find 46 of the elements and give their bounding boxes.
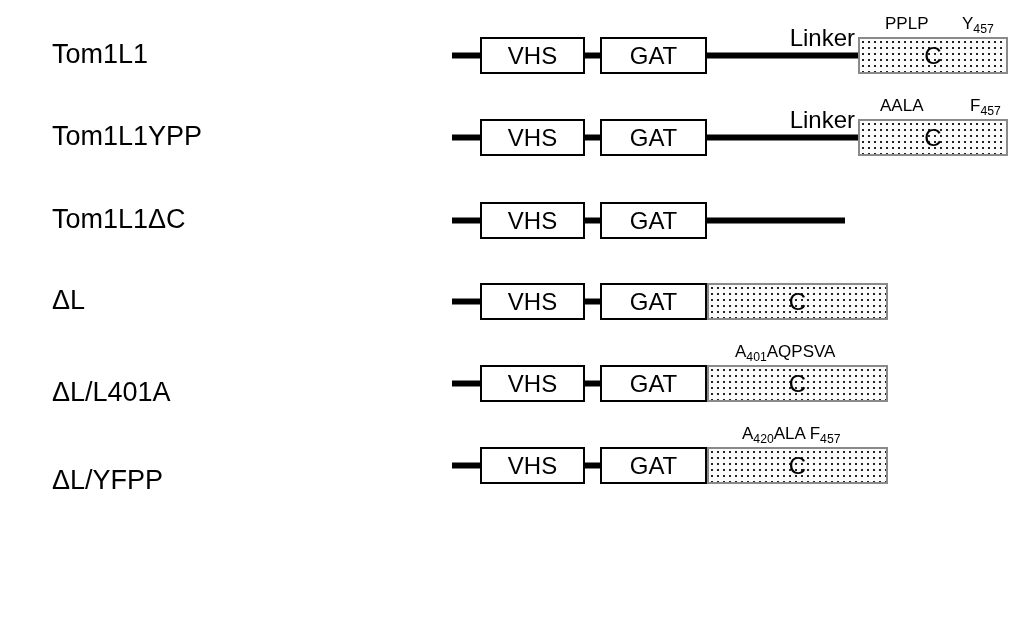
edge-label: Linker [789, 24, 855, 51]
connector-line [585, 134, 600, 141]
domain-box: GAT [600, 37, 707, 74]
connector-line [452, 217, 480, 224]
connector-line [452, 134, 480, 141]
domain-box: VHS [480, 119, 585, 156]
construct-name: Tom1L1ΔC [52, 204, 186, 235]
connector-line [452, 298, 480, 305]
residue-label: Y$_{457}$ [962, 14, 994, 34]
domain-box: VHS [480, 37, 585, 74]
construct-name: Tom1L1YPP [52, 121, 203, 152]
residue-label: A$_{420}$ALA F$_{457}$ [742, 424, 841, 444]
domain-box: GAT [600, 202, 707, 239]
c-terminal-domain-box: C [707, 447, 888, 484]
domain-box: GAT [600, 365, 707, 402]
domain-box: GAT [600, 283, 707, 320]
connector-line [452, 52, 480, 59]
domain-box: VHS [480, 365, 585, 402]
construct-name: ΔL/L401A [52, 377, 171, 408]
domain-box: GAT [600, 119, 707, 156]
connector-line [585, 217, 600, 224]
edge-label: Linker [789, 106, 855, 133]
connector-line [707, 52, 858, 59]
connector-line [452, 380, 480, 387]
residue-label: AALA [880, 96, 924, 116]
c-terminal-domain-box: C [858, 37, 1008, 74]
connector-line [707, 217, 845, 224]
connector-line [452, 462, 480, 469]
construct-name: ΔL [52, 285, 86, 316]
domain-box: VHS [480, 447, 585, 484]
connector-line [707, 134, 858, 141]
construct-name: Tom1L1 [52, 39, 149, 70]
construct-name: ΔL/YFPP [52, 465, 164, 496]
domain-box: GAT [600, 447, 707, 484]
c-terminal-domain-box: C [858, 119, 1008, 156]
connector-line [585, 380, 600, 387]
connector-line [585, 462, 600, 469]
connector-line [585, 52, 600, 59]
residue-label: PPLP [885, 14, 929, 34]
domain-box: VHS [480, 283, 585, 320]
c-terminal-domain-box: C [707, 283, 888, 320]
c-terminal-domain-box: C [707, 365, 888, 402]
residue-label: A$_{401}$AQPSVA [735, 342, 836, 362]
residue-label: F$_{457}$ [970, 96, 1001, 116]
domain-box: VHS [480, 202, 585, 239]
connector-line [585, 298, 600, 305]
